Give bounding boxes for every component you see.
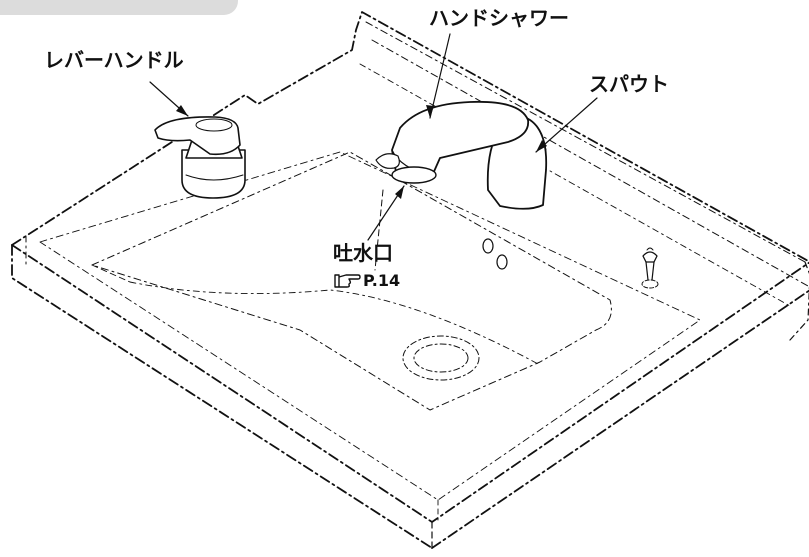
counter-rim xyxy=(39,151,701,501)
counter-front-side-left xyxy=(11,244,433,549)
outlet-guide xyxy=(374,189,384,271)
counter-front-edge xyxy=(11,244,809,523)
spout-label: スパウト xyxy=(589,72,669,96)
lever-handle-label: レバーハンドル xyxy=(44,48,184,72)
overflow-hole-2 xyxy=(496,254,508,270)
hand-shower xyxy=(375,100,530,184)
basin-inner-curve xyxy=(129,281,541,366)
backsplash-lower xyxy=(359,63,791,307)
counter-front-side-right xyxy=(431,289,809,549)
backsplash-top xyxy=(365,21,806,263)
hand-shower-label: ハンドシャワー xyxy=(429,6,569,30)
lever-handle xyxy=(154,116,246,199)
drain-inner xyxy=(413,343,469,373)
header-tab xyxy=(0,0,238,15)
drain-outer xyxy=(402,335,480,381)
basin-rim xyxy=(91,151,612,411)
counter-outline xyxy=(11,11,809,263)
leader-spout xyxy=(535,97,598,153)
page-reference[interactable]: P.14 xyxy=(333,271,400,290)
page-reference-text: P.14 xyxy=(363,271,401,290)
overflow-hole-1 xyxy=(482,238,494,254)
water-outlet-label: 吐水口 xyxy=(333,241,393,265)
backsplash-inner xyxy=(371,39,809,287)
popup-knob xyxy=(641,247,659,289)
leader-shower xyxy=(429,33,451,119)
pointing-hand-icon xyxy=(334,273,361,288)
